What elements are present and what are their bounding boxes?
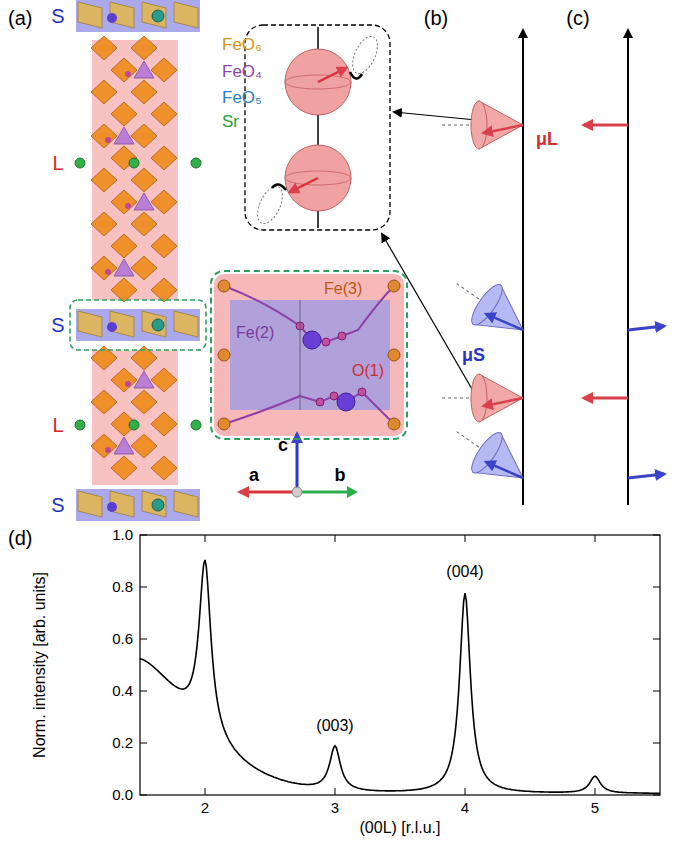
tick-label: 0.0 xyxy=(112,787,133,804)
zoom-box xyxy=(245,25,390,230)
panel-label: (d) xyxy=(8,527,32,549)
tick-label: 0.8 xyxy=(112,579,133,596)
panel-label: (c) xyxy=(566,7,589,29)
tick-label: 1.0 xyxy=(112,527,133,544)
legend-text: FeO₅ xyxy=(222,89,262,108)
axis-title: (00L) [r.l.u.] xyxy=(360,819,441,837)
axis-label: c xyxy=(278,436,288,456)
crystal-structure xyxy=(75,0,201,521)
atom-label: Fe(3) xyxy=(324,280,362,298)
panel-label: (b) xyxy=(424,7,448,29)
layer-label: S xyxy=(51,5,64,27)
panel-label: (a) xyxy=(8,7,32,29)
legend-text: FeO₄ xyxy=(222,63,262,82)
layer-outline xyxy=(70,300,206,350)
atom-label: O(1) xyxy=(352,362,384,380)
tick-label: 0.6 xyxy=(112,631,133,648)
tick-label: 3 xyxy=(331,800,339,817)
diffraction-chart xyxy=(140,535,660,795)
moment-label: μL xyxy=(536,130,558,150)
layer-label: L xyxy=(52,152,63,174)
atom-label: Fe(2) xyxy=(236,324,274,342)
layer-label: S xyxy=(51,314,64,336)
peak-label: (003) xyxy=(316,717,353,735)
moment-label: μS xyxy=(462,346,485,366)
tick-label: 0.4 xyxy=(112,683,133,700)
tick-label: 2 xyxy=(201,800,209,817)
inset-box: Fe(3) Fe(2) O(1) xyxy=(210,270,408,440)
tick-label: 5 xyxy=(591,800,599,817)
tick-label: 0.2 xyxy=(112,735,133,752)
layer-label: L xyxy=(52,414,63,436)
axis-label: a xyxy=(249,466,259,486)
peak-label: (004) xyxy=(446,563,483,581)
spin-cones xyxy=(440,101,537,498)
legend-text: Sr xyxy=(222,113,239,132)
legend-text: FeO₆ xyxy=(222,36,262,55)
axis-triad xyxy=(240,434,358,498)
inset-art xyxy=(214,274,404,436)
axis-title: Norm. intensity [arb. units] xyxy=(31,572,49,758)
tick-label: 4 xyxy=(461,800,469,817)
layer-label: S xyxy=(51,494,64,516)
axis-label: b xyxy=(335,466,346,486)
